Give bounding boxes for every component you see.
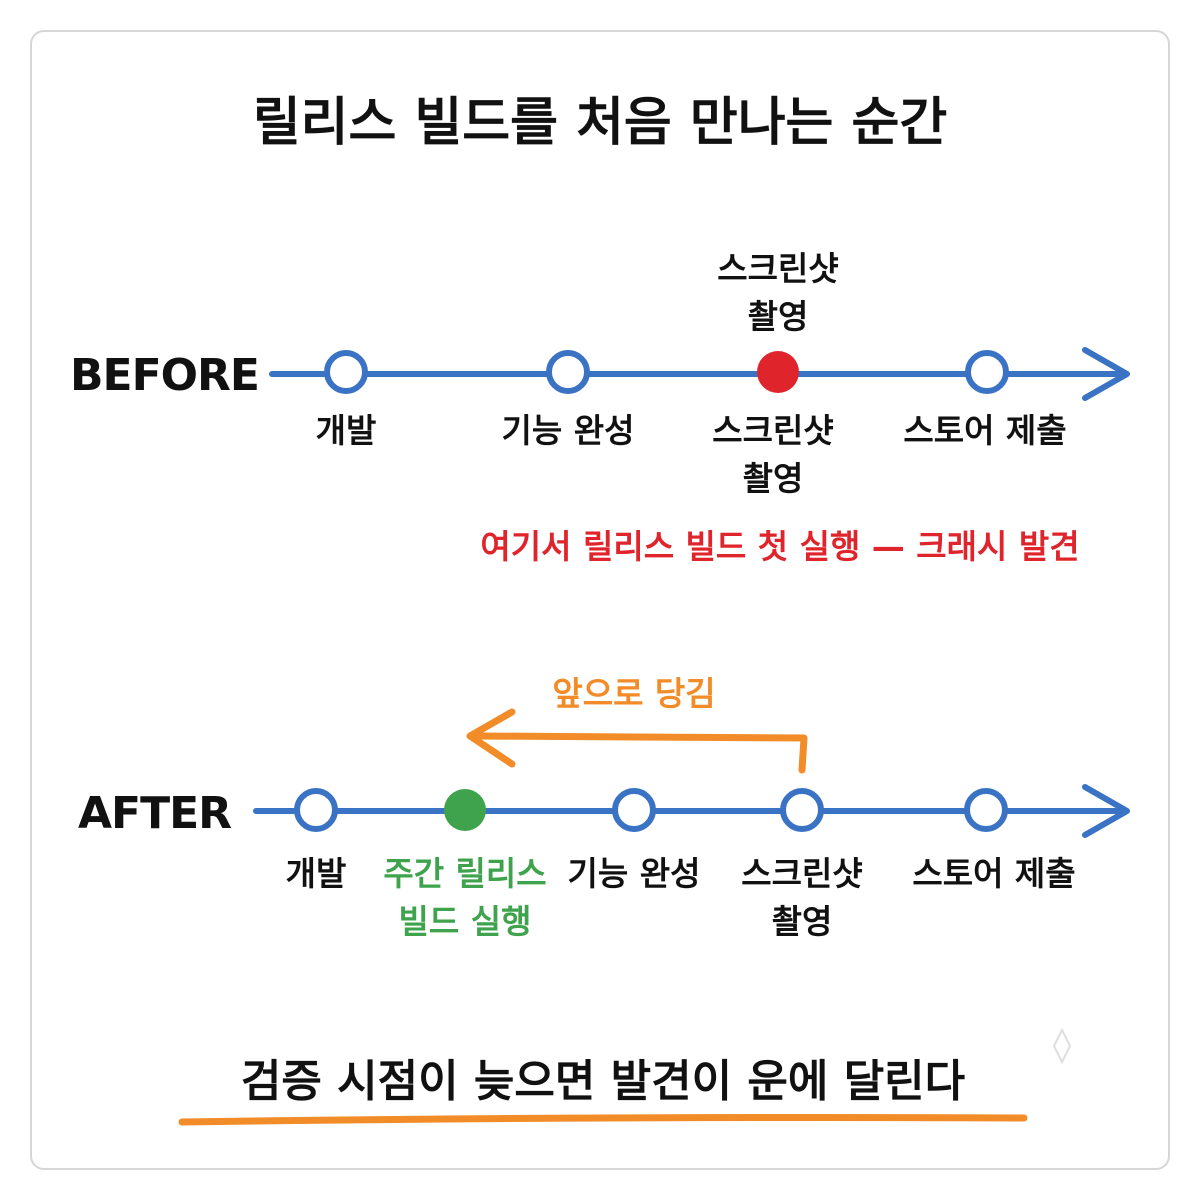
after-node-weekly-build bbox=[444, 789, 486, 831]
pull-forward-label: 앞으로 당김 bbox=[552, 674, 715, 713]
after-node-screenshot bbox=[780, 788, 824, 832]
before-note: 여기서 릴리스 빌드 첫 실행 — 크래시 발견 bbox=[480, 527, 1079, 566]
after-label-weekly-build-line2: 빌드 실행 bbox=[399, 902, 532, 941]
after-node-feature bbox=[612, 788, 656, 832]
after-label-feature: 기능 완성 bbox=[568, 854, 701, 893]
after-label-store: 스토어 제출 bbox=[912, 854, 1075, 893]
before-above-label-line2: 촬영 bbox=[748, 297, 809, 336]
after-arrowhead-icon bbox=[1082, 784, 1130, 838]
before-label-store: 스토어 제출 bbox=[903, 411, 1066, 450]
after-node-store bbox=[964, 788, 1008, 832]
conclusion-underline bbox=[178, 1114, 1028, 1126]
diagram-frame bbox=[30, 30, 1170, 1170]
pull-forward-arrow bbox=[474, 732, 808, 774]
before-node-screenshot bbox=[757, 351, 799, 393]
before-above-label-line1: 스크린샷 bbox=[717, 249, 838, 288]
before-label-screenshot-line2: 촬영 bbox=[743, 459, 804, 498]
after-label: AFTER bbox=[78, 788, 231, 839]
after-label-weekly-build-line1: 주간 릴리스 bbox=[383, 854, 546, 893]
before-label-dev: 개발 bbox=[316, 411, 377, 450]
before-node-feature bbox=[546, 350, 590, 394]
pull-forward-arrowhead-icon bbox=[466, 708, 516, 768]
conclusion-text: 검증 시점이 늦으면 발견이 운에 달린다 bbox=[241, 1056, 965, 1107]
before-arrowhead-icon bbox=[1082, 347, 1130, 401]
before-node-store bbox=[965, 350, 1009, 394]
after-label-dev: 개발 bbox=[286, 854, 347, 893]
sparkle-icon bbox=[1052, 1027, 1072, 1065]
after-label-screenshot-line2: 촬영 bbox=[772, 902, 833, 941]
after-label-screenshot-line1: 스크린샷 bbox=[741, 854, 862, 893]
before-label: BEFORE bbox=[70, 350, 259, 401]
before-label-feature: 기능 완성 bbox=[502, 411, 635, 450]
after-node-dev bbox=[294, 788, 338, 832]
before-node-dev bbox=[324, 350, 368, 394]
page-title: 릴리스 빌드를 처음 만나는 순간 bbox=[253, 93, 947, 153]
before-label-screenshot-line1: 스크린샷 bbox=[712, 411, 833, 450]
